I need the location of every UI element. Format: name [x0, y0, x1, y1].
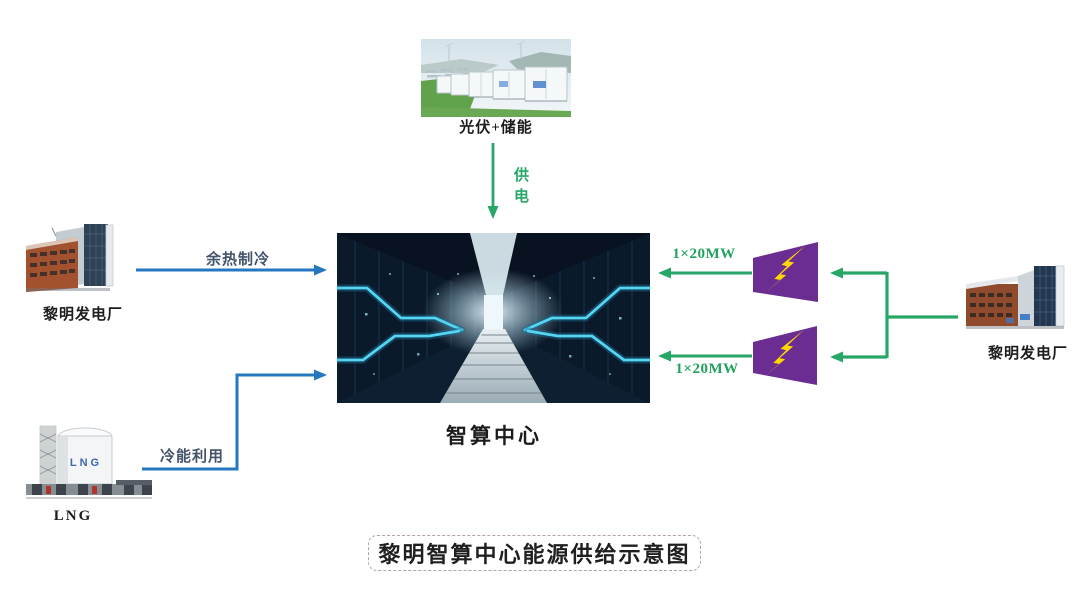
datacenter-image — [337, 233, 650, 403]
generator-bottom-icon — [753, 326, 817, 385]
plant-right-label: 黎明发电厂 — [987, 346, 1068, 362]
generator-top-body — [753, 242, 818, 302]
pv-storage-image — [421, 39, 571, 117]
plant-left-label: 黎明发电厂 — [42, 307, 123, 323]
plant-right-image — [966, 265, 1065, 329]
datacenter-label: 智算中心 — [446, 424, 542, 448]
plant-left-image — [26, 224, 114, 292]
lng-tank-text: LNG — [70, 457, 102, 469]
plant-right-feed-line — [885, 272, 958, 358]
lng-label: LNG — [53, 508, 93, 524]
pv-storage-label: 光伏+储能 — [459, 120, 533, 136]
generator-top-icon — [753, 242, 818, 302]
diagram-title: 黎明智算中心能源供给示意图 — [378, 542, 691, 567]
generator-bottom-body — [753, 326, 817, 385]
generator-bottom-capacity-label: 1×20MW — [675, 361, 739, 377]
lightning-icon — [765, 246, 805, 293]
waste-heat-flow-label: 余热制冷 — [205, 252, 270, 268]
lng-tank-image: LNG — [26, 425, 152, 499]
generator-top-capacity-label: 1×20MW — [672, 246, 736, 262]
supply-flow-label: 供电 — [512, 167, 528, 209]
lightning-icon — [764, 330, 804, 377]
diagram-title-box: 黎明智算中心能源供给示意图 — [368, 535, 701, 571]
cold-energy-arrow — [142, 369, 327, 471]
cold-energy-flow-label: 冷能利用 — [159, 449, 224, 465]
